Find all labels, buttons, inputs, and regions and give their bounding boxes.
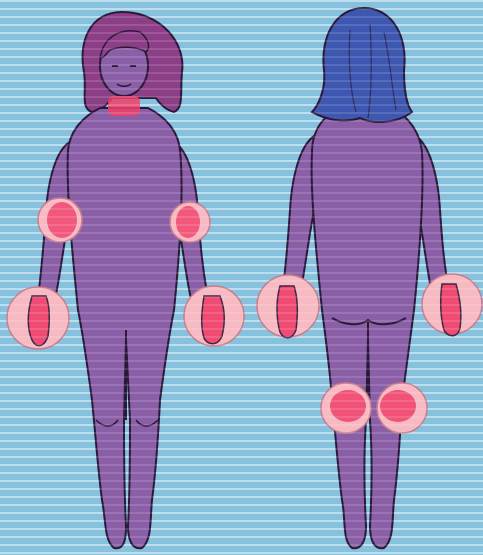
front-right-elbow-joint — [176, 206, 200, 238]
front-left-hand — [28, 296, 49, 346]
back-hair — [312, 8, 412, 122]
front-figure — [7, 12, 244, 548]
front-torso-legs — [68, 108, 182, 548]
back-figure — [257, 8, 482, 548]
front-right-hand — [202, 296, 224, 344]
front-neck-highlight — [108, 96, 140, 116]
back-left-knee-joint — [330, 390, 366, 422]
front-left-elbow-joint — [47, 202, 77, 238]
back-right-knee-joint — [380, 390, 416, 422]
back-left-hand — [277, 286, 297, 338]
back-right-hand — [441, 284, 461, 336]
